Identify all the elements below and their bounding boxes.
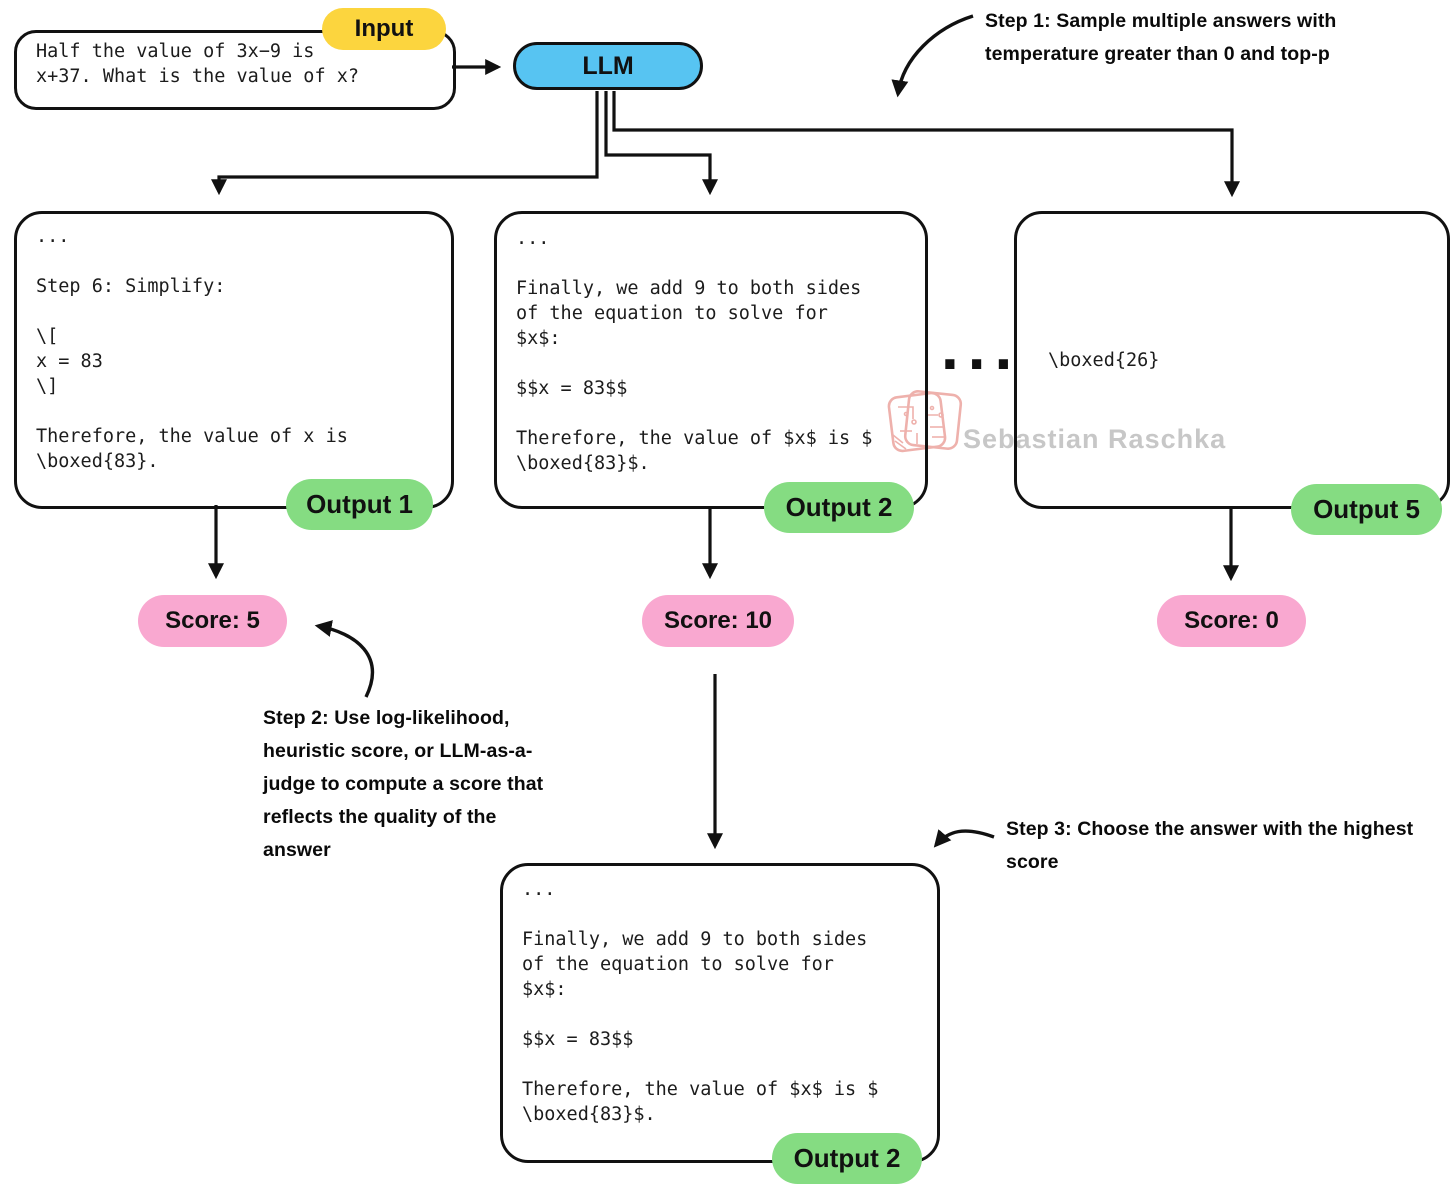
- output2-badge: Output 2: [764, 482, 914, 533]
- arrow-step1-annotation: [891, 14, 974, 98]
- step2-line: judge to compute a score that: [263, 773, 544, 795]
- arrow-step2-annotation: [314, 620, 374, 698]
- output1-text: ... Step 6: Simplify: \[ x = 83 \] There…: [36, 226, 348, 472]
- watermark-stamp-icon: [886, 386, 966, 462]
- score-badge-output2: Score: 10: [642, 595, 794, 647]
- output5-card: [1014, 211, 1450, 509]
- score-badge-output1: Score: 5: [138, 595, 287, 647]
- step2-line: answer: [263, 839, 331, 861]
- arrow-llm-to-output2: [604, 91, 718, 196]
- step2-line: reflects the quality of the: [263, 806, 497, 828]
- step2-line: Step 2: Use log-likelihood,: [263, 707, 510, 729]
- score-badge-output5: Score: 0: [1157, 595, 1306, 647]
- final-output-text: ... Finally, we add 9 to both sides of t…: [522, 879, 879, 1125]
- ellipsis: ...: [940, 322, 1021, 382]
- input-badge: Input: [322, 8, 446, 50]
- final-output-card: [500, 863, 940, 1163]
- watermark-text: Sebastian Raschka: [963, 424, 1227, 454]
- output2-text: ... Finally, we add 9 to both sides of t…: [516, 228, 873, 474]
- step1-annotation: Step 1: Sample multiple answers with tem…: [985, 5, 1336, 71]
- final-output-badge: Output 2: [772, 1133, 922, 1184]
- arrow-llm-to-output5: [612, 91, 1240, 198]
- step3-line: score: [1006, 851, 1059, 873]
- step2-line: heuristic score, or LLM-as-a-: [263, 740, 533, 762]
- output1-card: [14, 211, 454, 509]
- step1-line: Step 1: Sample multiple answers with: [985, 10, 1337, 32]
- input-text: Half the value of 3x−9 is x+37. What is …: [36, 41, 360, 87]
- arrow-step3-annotation: [933, 829, 995, 848]
- step3-line: Step 3: Choose the answer with the highe…: [1006, 818, 1414, 840]
- llm-node: LLM: [513, 42, 703, 90]
- output5-text: \boxed{26}: [1048, 350, 1160, 371]
- step1-line: temperature greater than 0 and top-p: [985, 43, 1330, 65]
- step3-annotation: Step 3: Choose the answer with the highe…: [1006, 813, 1413, 879]
- output1-badge: Output 1: [286, 479, 433, 530]
- step2-annotation: Step 2: Use log-likelihood, heuristic sc…: [263, 702, 543, 867]
- output5-badge: Output 5: [1291, 484, 1442, 535]
